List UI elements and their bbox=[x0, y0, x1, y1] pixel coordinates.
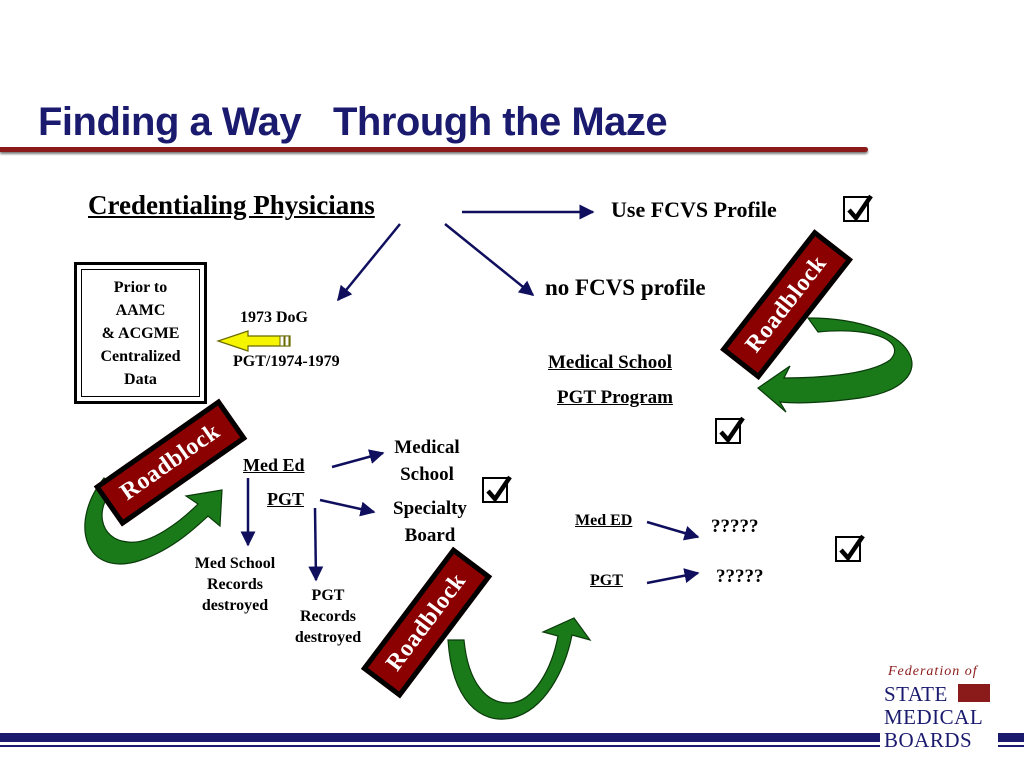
question-marks-2: ????? bbox=[716, 566, 764, 587]
footer-rule-thin bbox=[0, 745, 1024, 747]
logo-line-3: MEDICAL bbox=[884, 705, 984, 729]
title-underline bbox=[0, 147, 868, 152]
logo-line-1: Federation of bbox=[888, 664, 978, 679]
arrow-to-q1 bbox=[646, 520, 700, 541]
arrow-to-specialty-board bbox=[319, 498, 376, 517]
pgt-records-destroyed: PGT Records destroyed bbox=[294, 587, 362, 646]
med-school-records-destroyed: Med School Records destroyed bbox=[194, 555, 276, 614]
checkbox-checked-icon bbox=[835, 534, 865, 562]
checkbox-checked-icon bbox=[843, 194, 873, 222]
use-fcvs-profile: Use FCVS Profile bbox=[611, 197, 777, 222]
left-pgt: PGT bbox=[267, 489, 305, 509]
green-curve-bottom bbox=[447, 617, 592, 720]
logo-line-4: BOARDS bbox=[884, 728, 973, 752]
prior-box-text: Prior to AAMC & ACGME Centralized Data bbox=[81, 269, 200, 397]
slide-title: Finding a Way Through the Maze bbox=[38, 100, 668, 144]
checkbox-checked-icon bbox=[482, 475, 512, 503]
right-pgt-program: PGT Program bbox=[557, 387, 673, 408]
left-specialty-board: Specialty Board bbox=[393, 498, 467, 546]
arrow-to-q2 bbox=[646, 568, 700, 585]
arrow-to-1973-dog bbox=[337, 223, 401, 302]
question-marks-1: ????? bbox=[711, 516, 759, 537]
green-curve-left bbox=[84, 477, 223, 565]
prior-centralized-data-box: Prior to AAMC & ACGME Centralized Data bbox=[74, 262, 207, 404]
arrow-to-no-fcvs bbox=[444, 223, 535, 296]
logo-emblem-icon bbox=[958, 684, 990, 702]
right-pgt: PGT bbox=[590, 572, 623, 589]
right-med-ed: Med ED bbox=[575, 512, 633, 529]
left-med-ed: Med Ed bbox=[243, 455, 305, 475]
pgt-1974-1979-label: PGT/1974-1979 bbox=[233, 353, 340, 370]
arrow-to-medical-school bbox=[331, 449, 385, 469]
footer-rule bbox=[0, 733, 1024, 742]
left-medical-school: Medical School bbox=[394, 437, 460, 485]
green-curve-right bbox=[757, 317, 913, 413]
arrow-to-pgt-records bbox=[308, 507, 324, 582]
yellow-pointer-arrow bbox=[216, 330, 291, 352]
checkbox-checked-icon bbox=[715, 416, 745, 444]
right-medical-school: Medical School bbox=[548, 352, 673, 373]
logo-line-2: STATE bbox=[884, 682, 948, 706]
heading-credentialing-physicians: Credentialing Physicians bbox=[88, 190, 375, 220]
fsmb-logo: Federation of STATE MEDICAL BOARDS bbox=[880, 662, 998, 758]
dog-1973-label: 1973 DoG bbox=[240, 309, 308, 326]
no-fcvs-profile: no FCVS profile bbox=[545, 275, 706, 300]
